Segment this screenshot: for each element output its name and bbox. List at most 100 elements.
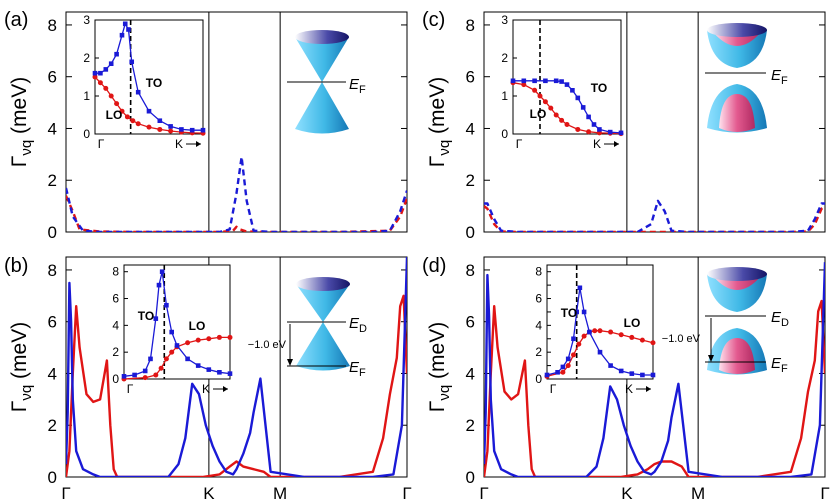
inset-point-to — [577, 285, 583, 291]
inset-point-lo — [565, 363, 571, 369]
inset-point-lo — [639, 337, 645, 343]
inset-point-lo — [553, 112, 559, 118]
inset-point-to — [148, 356, 153, 362]
y-tick-label: 4 — [48, 364, 57, 383]
y-tick-label: 0 — [466, 223, 475, 242]
y-tick-label: 8 — [48, 16, 57, 35]
y-tick-label: 2 — [466, 416, 475, 435]
inset-point-to — [157, 118, 163, 123]
inset-point-to — [142, 368, 148, 374]
inset-y-tick-label: 1 — [501, 89, 508, 103]
inset-point-to — [217, 369, 222, 375]
inset-point-to — [108, 61, 114, 66]
inset-y-tick-label: 8 — [112, 265, 119, 279]
inset-point-to — [544, 372, 550, 378]
inset-y-tick-label: 2 — [83, 51, 90, 65]
dirac-cone-b — [296, 277, 350, 371]
y-tick-label: 4 — [466, 119, 475, 138]
inset-point-to — [168, 124, 173, 129]
plot-area — [66, 257, 407, 477]
inset-y-tick-label: 6 — [112, 292, 119, 306]
inset-point-lo — [581, 333, 587, 339]
inset-point-to — [553, 78, 559, 84]
inset-point-lo — [163, 356, 169, 362]
inset-point-to — [129, 59, 135, 65]
inset-point-to — [629, 371, 635, 376]
inset-label-to: TO — [591, 81, 607, 95]
inset-point-lo — [168, 128, 174, 134]
inset-point-lo — [537, 93, 543, 99]
inset-point-to — [618, 368, 624, 374]
y-tick-label: 0 — [466, 468, 475, 487]
inset-point-lo — [564, 122, 570, 127]
inset-point-lo — [560, 369, 566, 375]
inset-point-to — [114, 51, 119, 57]
energy-label: EF — [349, 76, 366, 96]
inset-point-to — [122, 21, 128, 27]
plot-area — [66, 155, 407, 232]
inset-arrowhead — [196, 141, 201, 147]
inset-point-to — [227, 371, 233, 376]
inset-x-label-left: Γ — [516, 137, 523, 151]
inset-frame — [546, 264, 654, 380]
energy-label: ED — [771, 309, 789, 329]
inset-point-lo — [124, 114, 130, 120]
inset-point-to — [135, 89, 141, 95]
inset-point-lo — [142, 375, 148, 381]
inset-y-tick-label: 3 — [501, 13, 508, 27]
inset-y-tick-label: 3 — [83, 13, 90, 27]
energy-label: ED — [349, 315, 367, 335]
y-tick-label: 0 — [48, 223, 57, 242]
inset-point-lo — [571, 352, 576, 358]
inset-point-lo — [97, 80, 103, 86]
inset-point-to — [586, 114, 591, 120]
x-tick-label: M — [273, 484, 287, 502]
inset-point-to — [119, 32, 125, 38]
inset-frame — [512, 19, 622, 135]
inset-point-to — [521, 78, 527, 84]
inset-point-to — [159, 269, 165, 275]
x-tick-label: Γ — [479, 484, 488, 502]
inset-point-lo — [216, 334, 222, 340]
inset-point-to — [156, 282, 162, 288]
panel-label: (c) — [422, 9, 445, 31]
y-axis-label: Γνq (meV) — [8, 77, 35, 167]
inset-point-to — [555, 369, 560, 375]
series-to — [484, 262, 825, 477]
shift-arrowhead — [708, 355, 714, 362]
inset-point-lo — [135, 121, 141, 127]
panel-label: (d) — [422, 255, 446, 277]
inset-point-lo — [146, 124, 152, 130]
inset-point-lo — [185, 340, 191, 346]
inset-x-label-right: K — [175, 137, 183, 151]
inset-point-to — [580, 105, 586, 110]
inset-point-to — [564, 82, 570, 87]
inset-y-tick-label: 1 — [83, 89, 90, 103]
y-axis-label: Γνq (meV) — [426, 322, 453, 412]
panel-label: (a) — [4, 9, 28, 31]
inset-point-lo — [592, 328, 598, 334]
y-axis-label: Γνq (meV) — [426, 77, 453, 167]
inset-point-lo — [559, 117, 565, 123]
inset-point-lo — [521, 82, 527, 88]
inset-point-lo — [576, 341, 582, 347]
inset-y-tick-label: 2 — [112, 345, 119, 359]
inset-point-to — [650, 372, 656, 378]
inset-point-to — [581, 309, 587, 315]
inset-point-lo — [548, 105, 554, 111]
inset-point-to — [189, 127, 195, 133]
inset-point-to — [591, 122, 597, 127]
inset-point-to — [587, 329, 592, 335]
inset-label-lo: LO — [530, 107, 547, 121]
inset-point-lo — [227, 334, 233, 340]
x-tick-label: Γ — [61, 484, 70, 502]
inset-point-lo — [206, 336, 212, 342]
inset-point-to — [169, 329, 174, 335]
inset-label-lo: LO — [624, 316, 641, 330]
inset-label-lo: LO — [189, 319, 206, 333]
